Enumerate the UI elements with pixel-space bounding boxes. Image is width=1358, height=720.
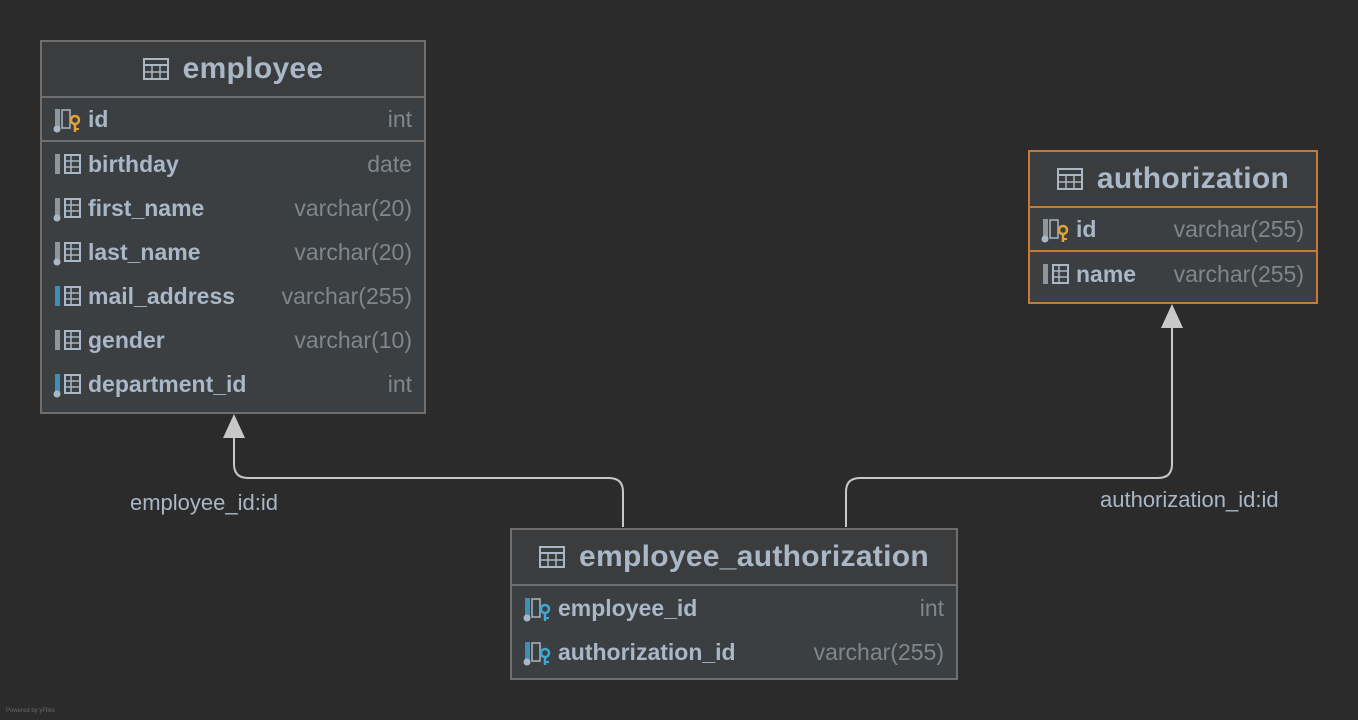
column-row-department-id[interactable]: department_id int <box>42 362 424 406</box>
column-row-name[interactable]: name varchar(255) <box>1030 252 1316 296</box>
column-name: department_id <box>88 370 247 397</box>
column-row-first-name[interactable]: first_name varchar(20) <box>42 186 424 230</box>
foreign-key-icon <box>522 638 554 666</box>
link-authorization-id <box>845 326 1173 527</box>
entity-header: employee <box>42 42 424 98</box>
column-notnull-icon <box>52 194 84 222</box>
column-name: id <box>1076 215 1097 242</box>
column-type: varchar(255) <box>1173 215 1304 242</box>
column-name: mail_address <box>88 282 236 309</box>
column-type: varchar(255) <box>281 282 412 309</box>
column-type: varchar(20) <box>294 194 412 221</box>
entity-authorization[interactable]: authorization id varchar(255) name varchar(… <box>1028 150 1318 304</box>
entity-title: employee <box>182 52 324 85</box>
entity-header: employee_authorization <box>512 530 956 586</box>
column-type: varchar(10) <box>294 326 412 353</box>
entity-header: authorization <box>1030 152 1316 208</box>
column-name: gender <box>88 326 165 353</box>
foreign-key-icon <box>522 594 554 622</box>
primary-key-icon <box>52 105 84 133</box>
watermark: Powered by yFiles <box>6 708 56 714</box>
column-row-birthday[interactable]: birthday date <box>42 142 424 186</box>
entity-employee-authorization[interactable]: employee_authorization employee_id int aut… <box>510 528 958 680</box>
column-type: date <box>367 150 412 177</box>
primary-key-icon <box>1040 215 1072 243</box>
column-type: int <box>387 105 412 132</box>
column-name: last_name <box>88 238 201 265</box>
column-name: first_name <box>88 194 205 221</box>
column-icon <box>1040 260 1072 288</box>
column-type: int <box>919 594 944 621</box>
column-row-mail-address[interactable]: mail_address varchar(255) <box>42 274 424 318</box>
column-type: varchar(255) <box>1173 260 1304 287</box>
column-icon <box>52 150 84 178</box>
column-name: authorization_id <box>558 638 736 665</box>
column-row-last-name[interactable]: last_name varchar(20) <box>42 230 424 274</box>
table-icon <box>142 58 169 80</box>
column-name: id <box>88 105 109 132</box>
column-index-notnull-icon <box>52 370 84 398</box>
column-row-id[interactable]: id int <box>42 98 424 142</box>
column-icon <box>52 326 84 354</box>
column-row-gender[interactable]: gender varchar(10) <box>42 318 424 362</box>
column-row-id[interactable]: id varchar(255) <box>1030 208 1316 252</box>
relation-label-authorization: authorization_id:id <box>1100 487 1279 512</box>
column-row-employee-id[interactable]: employee_id int <box>512 586 956 630</box>
column-name: birthday <box>88 150 179 177</box>
arrow-head-authorization <box>1161 304 1183 328</box>
column-notnull-icon <box>52 238 84 266</box>
table-icon <box>538 546 565 568</box>
table-icon <box>1056 168 1083 190</box>
entity-title: authorization <box>1096 162 1290 195</box>
arrow-head-employee <box>223 414 245 438</box>
column-row-authorization-id[interactable]: authorization_id varchar(255) <box>512 630 956 674</box>
link-employee-id <box>233 436 624 527</box>
column-type: varchar(20) <box>294 238 412 265</box>
column-type: varchar(255) <box>813 638 944 665</box>
column-type: int <box>387 370 412 397</box>
column-name: name <box>1076 260 1137 287</box>
entity-title: employee_authorization <box>578 540 929 573</box>
column-name: employee_id <box>558 594 698 621</box>
column-index-icon <box>52 282 84 310</box>
relation-label-employee: employee_id:id <box>130 490 278 515</box>
